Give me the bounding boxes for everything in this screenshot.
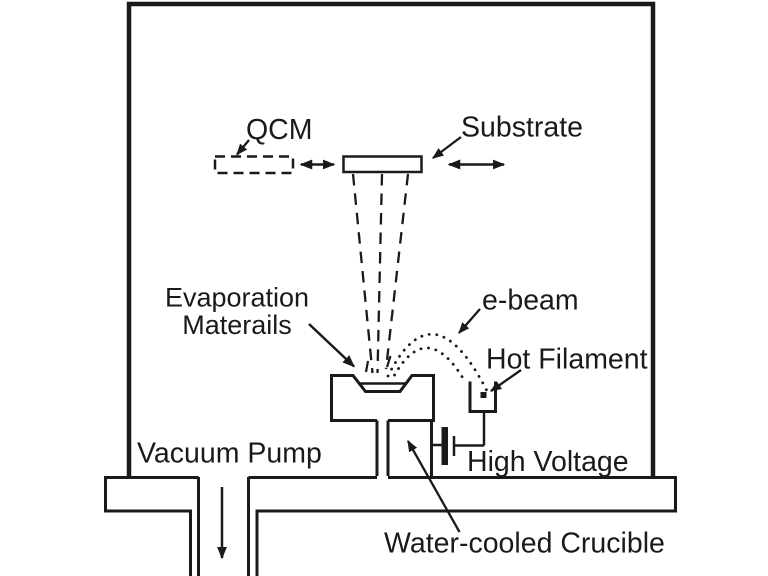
hot-filament-leader-arrow-icon	[490, 369, 522, 392]
cooling-channel-walls	[375, 420, 390, 476]
filament-housing-outline	[468, 381, 497, 413]
hv-wire-right	[455, 413, 486, 447]
evaporation-materials-label-line1: Evaporation	[165, 283, 309, 313]
substrate-label: Substrate	[461, 112, 583, 144]
vapor-cone-dashed-lines	[351, 173, 410, 374]
substrate-plate	[342, 155, 423, 174]
qcm-label: QCM	[246, 114, 313, 146]
high-voltage-circuit	[431, 413, 486, 465]
e-beam-inner-arc	[393, 346, 465, 381]
vapor-cone-lines	[351, 173, 410, 374]
crucible-assembly	[330, 374, 435, 476]
qcm-sensor-box	[213, 155, 295, 175]
water-cooled-crucible-label: Water-cooled Crucible	[384, 528, 665, 560]
evaporation-materials-label-line2: Materails	[182, 310, 292, 340]
pump-pipe-walls	[189, 477, 259, 576]
evaporation-leader-arrow-icon	[308, 323, 355, 368]
battery-thick-plate-icon	[441, 427, 448, 465]
e-beam-label: e-beam	[482, 285, 579, 317]
vacuum-chamber-outline	[126, 1, 656, 478]
e-beam-leader-arrow-icon	[458, 308, 481, 334]
vacuum-pump-label: Vacuum Pump	[137, 438, 322, 470]
high-voltage-label: High Voltage	[467, 446, 629, 478]
label-leader-arrows	[236, 136, 522, 533]
e-beam-dotted-arcs	[386, 333, 488, 392]
filament-housing	[468, 381, 497, 413]
substrate-leader-arrow-icon	[432, 136, 462, 159]
e-beam-outer-arc	[386, 333, 488, 392]
hot-filament-dot-icon	[480, 392, 487, 398]
hot-filament-label: Hot Filament	[486, 344, 648, 376]
qcm-leader-arrow-icon	[236, 139, 250, 156]
water-cooled-leader-arrow-icon	[406, 439, 461, 533]
base-flange-and-pump-duct	[104, 476, 677, 576]
crucible-block-outline	[330, 374, 435, 422]
vapor-cone-short-dashes	[364, 355, 392, 373]
